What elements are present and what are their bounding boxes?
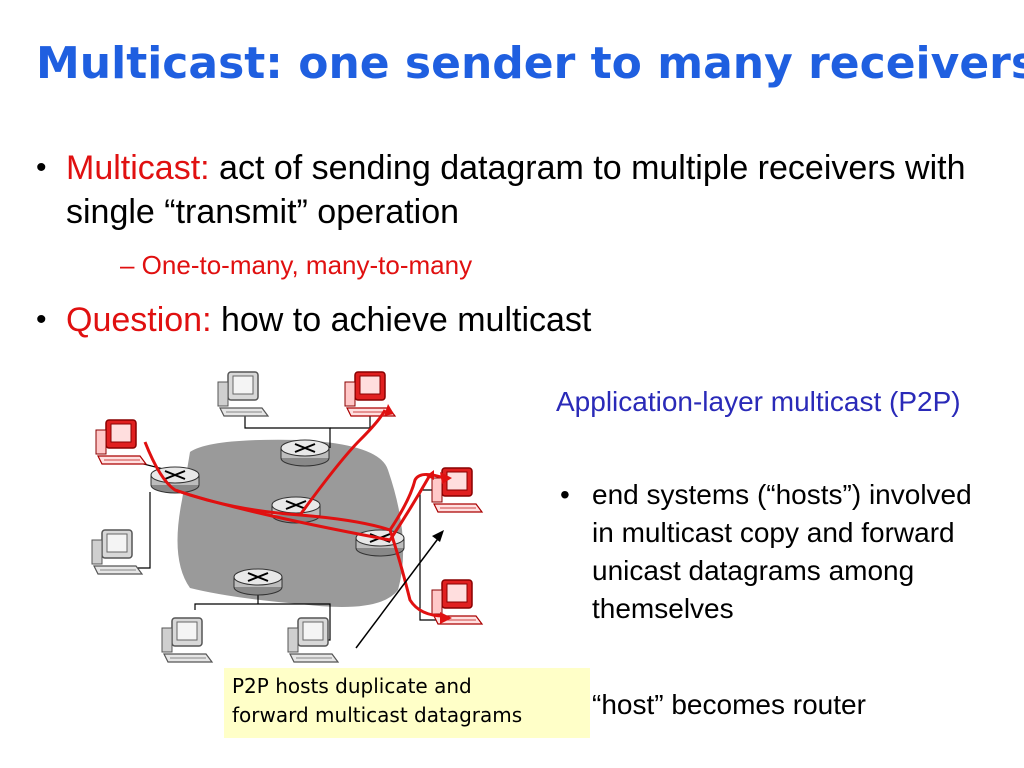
panel-bullet: • end systems (“hosts”) involved in mult… <box>560 476 992 628</box>
panel-bullet: “host” becomes router <box>592 686 866 724</box>
host-computer-icon <box>161 617 213 663</box>
arrow-head-icon <box>432 530 444 542</box>
bullet-multicast: • Multicast: act of sending datagram to … <box>36 146 966 234</box>
bullet-dot-icon: • <box>36 303 47 336</box>
callout-box: P2P hosts duplicate and forward multicas… <box>224 668 590 738</box>
callout-arrow <box>355 535 441 649</box>
host-computer-icon <box>431 579 483 625</box>
bullet-lead: Multicast: <box>66 149 210 187</box>
panel-bullet-text: end systems (“hosts”) involved in multic… <box>592 479 972 624</box>
panel-heading: Application-layer multicast (P2P) <box>556 386 961 417</box>
bullet-lead: Question: <box>66 301 212 339</box>
multicast-paths <box>143 409 445 618</box>
router-icon <box>280 439 330 467</box>
slide-title: Multicast: one sender to many receivers <box>36 38 1024 89</box>
host-computer-icon <box>431 467 483 513</box>
panel-bullet-text: “host” becomes router <box>592 689 866 720</box>
bullet-dot-icon: • <box>36 151 47 184</box>
callout-line: forward multicast datagrams <box>232 703 523 727</box>
sub-bullet: – One-to-many, many-to-many <box>120 250 473 280</box>
bullet-question: • Question: how to achieve multicast <box>36 298 592 342</box>
callout-line: P2P hosts duplicate and <box>232 674 472 698</box>
bullet-dot-icon: • <box>560 479 570 510</box>
router-icon <box>233 568 283 596</box>
bullet-text: act of sending datagram to multiple rece… <box>66 149 966 231</box>
path-arrow-icon <box>384 404 452 624</box>
host-computer-icon <box>217 371 269 417</box>
network-cloud <box>177 439 404 607</box>
bullet-text: how to achieve multicast <box>211 301 592 339</box>
host-computer-icon <box>91 529 143 575</box>
host-computer-icon <box>95 419 147 465</box>
